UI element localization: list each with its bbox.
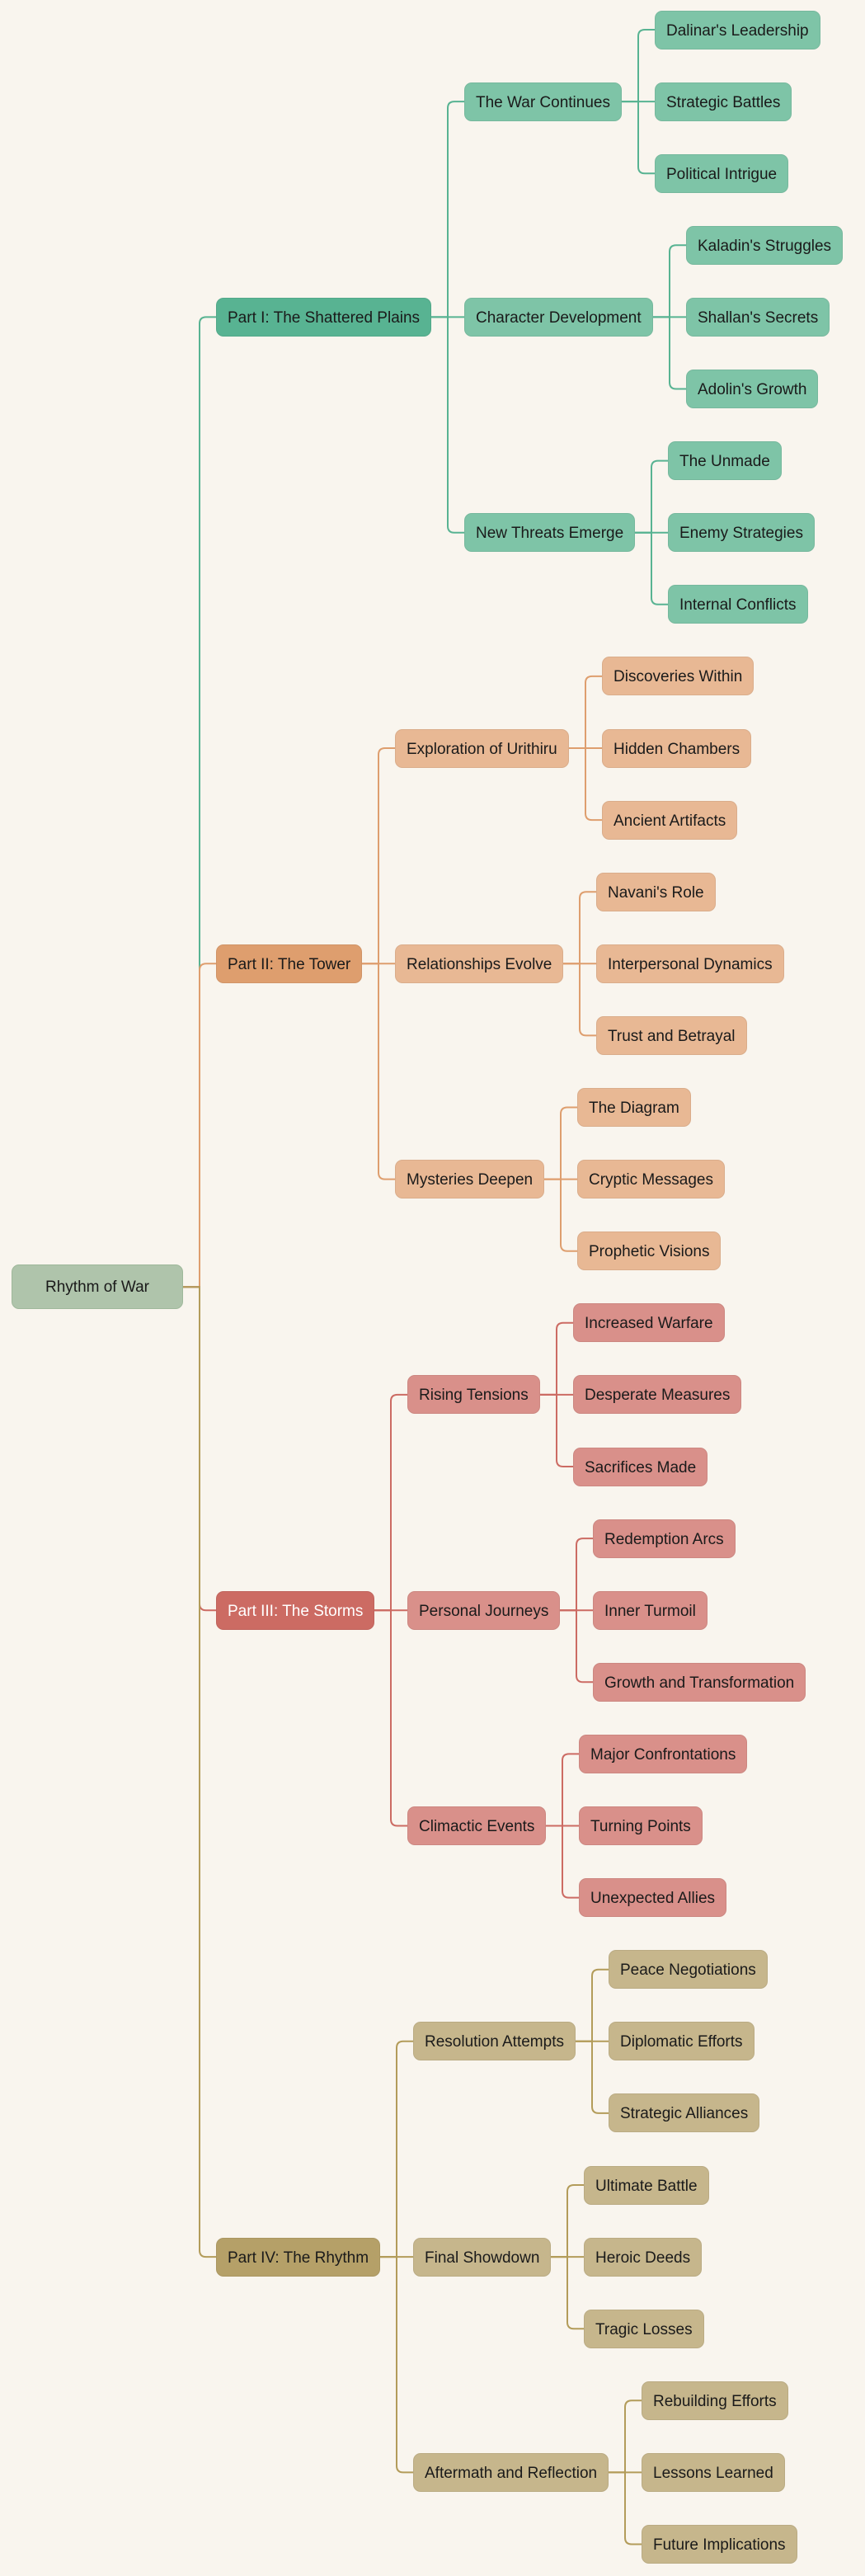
topic-node-kaladin-s-struggles[interactable]: Kaladin's Struggles [686, 225, 844, 265]
topic-node-heroic-deeds[interactable]: Heroic Deeds [584, 2237, 703, 2277]
topic-node-strategic-battles[interactable]: Strategic Battles [655, 82, 792, 121]
connector-section-to-topic [546, 1825, 579, 1899]
topic-node-the-diagram[interactable]: The Diagram [577, 1088, 691, 1127]
connector-section-to-topic [622, 101, 655, 175]
connector-section-to-topic [635, 459, 668, 534]
connector-section-to-topic [653, 244, 686, 318]
topic-node-cryptic-messages[interactable]: Cryptic Messages [577, 1160, 725, 1199]
connector-section-to-topic [563, 963, 596, 1037]
topic-node-discoveries-within[interactable]: Discoveries Within [602, 657, 755, 696]
section-node-mysteries-deepen[interactable]: Mysteries Deepen [395, 1160, 545, 1199]
connector-section-to-topic [544, 1178, 577, 1252]
topic-node-growth-and-transformation[interactable]: Growth and Transformation [593, 1662, 806, 1702]
topic-node-inner-turmoil[interactable]: Inner Turmoil [593, 1590, 708, 1630]
topic-node-unexpected-allies[interactable]: Unexpected Allies [579, 1878, 727, 1918]
section-node-aftermath-and-reflection[interactable]: Aftermath and Reflection [413, 2452, 609, 2492]
section-node-exploration-of-urithiru[interactable]: Exploration of Urithiru [395, 728, 569, 768]
connector-part-to-section [362, 747, 395, 965]
connector-part-to-section [380, 2040, 413, 2258]
connector-section-to-topic [563, 891, 596, 965]
topic-node-prophetic-visions[interactable]: Prophetic Visions [577, 1231, 722, 1271]
part-node-part-iii-the-storms[interactable]: Part III: The Storms [216, 1590, 375, 1630]
connector-part-to-section [374, 1609, 407, 1827]
topic-node-increased-warfare[interactable]: Increased Warfare [573, 1303, 725, 1343]
topic-node-lessons-learned[interactable]: Lessons Learned [642, 2452, 785, 2492]
section-node-climactic-events[interactable]: Climactic Events [407, 1806, 547, 1845]
connector-root-to-part [183, 963, 216, 1288]
connector-section-to-topic [551, 2184, 584, 2258]
topic-node-dalinar-s-leadership[interactable]: Dalinar's Leadership [655, 10, 820, 49]
connector-part-to-section [380, 2256, 413, 2474]
connector-section-to-topic [560, 1609, 593, 1684]
part-node-part-ii-the-tower[interactable]: Part II: The Tower [216, 944, 363, 983]
connector-section-to-topic [546, 1753, 579, 1827]
connector-section-to-topic [609, 2399, 642, 2474]
topic-node-redemption-arcs[interactable]: Redemption Arcs [593, 1519, 736, 1558]
root-node[interactable]: Rhythm of War [12, 1264, 183, 1310]
connector-part-to-section [374, 1393, 407, 1612]
topic-node-the-unmade[interactable]: The Unmade [668, 441, 782, 481]
topic-node-strategic-alliances[interactable]: Strategic Alliances [609, 2093, 760, 2133]
topic-node-rebuilding-efforts[interactable]: Rebuilding Efforts [642, 2381, 788, 2420]
connector-section-to-topic [609, 2471, 642, 2545]
connector-section-to-topic [635, 531, 668, 605]
topic-node-ancient-artifacts[interactable]: Ancient Artifacts [602, 800, 738, 840]
connector-section-to-topic [551, 2256, 584, 2330]
section-node-personal-journeys[interactable]: Personal Journeys [407, 1590, 561, 1630]
topic-node-desperate-measures[interactable]: Desperate Measures [573, 1375, 742, 1415]
topic-node-hidden-chambers[interactable]: Hidden Chambers [602, 728, 752, 768]
topic-node-turning-points[interactable]: Turning Points [579, 1806, 703, 1845]
topic-node-enemy-strategies[interactable]: Enemy Strategies [668, 513, 815, 553]
connector-part-to-section [431, 316, 464, 534]
section-node-resolution-attempts[interactable]: Resolution Attempts [413, 2022, 576, 2061]
topic-node-diplomatic-efforts[interactable]: Diplomatic Efforts [609, 2022, 755, 2061]
connector-root-to-part [183, 1286, 216, 2258]
topic-node-navani-s-role[interactable]: Navani's Role [596, 872, 716, 911]
connector-section-to-topic [576, 2040, 609, 2114]
topic-node-major-confrontations[interactable]: Major Confrontations [579, 1734, 748, 1773]
topic-node-trust-and-betrayal[interactable]: Trust and Betrayal [596, 1015, 747, 1055]
topic-node-sacrifices-made[interactable]: Sacrifices Made [573, 1447, 708, 1486]
connector-part-to-section [431, 101, 464, 318]
connector-section-to-topic [569, 747, 602, 822]
section-node-relationships-evolve[interactable]: Relationships Evolve [395, 944, 564, 983]
topic-node-ultimate-battle[interactable]: Ultimate Battle [584, 2165, 709, 2205]
topic-node-adolin-s-growth[interactable]: Adolin's Growth [686, 370, 819, 408]
connector-section-to-topic [653, 316, 686, 390]
topic-node-internal-conflicts[interactable]: Internal Conflicts [668, 585, 808, 624]
connector-section-to-topic [622, 29, 655, 103]
section-node-character-development[interactable]: Character Development [464, 297, 653, 337]
connector-part-to-section [362, 963, 395, 1180]
section-node-the-war-continues[interactable]: The War Continues [464, 82, 622, 121]
topic-node-future-implications[interactable]: Future Implications [642, 2525, 797, 2564]
connector-section-to-topic [569, 675, 602, 749]
connector-section-to-topic [544, 1106, 577, 1180]
topic-node-peace-negotiations[interactable]: Peace Negotiations [609, 1950, 768, 1990]
part-node-part-iv-the-rhythm[interactable]: Part IV: The Rhythm [216, 2237, 381, 2277]
topic-node-political-intrigue[interactable]: Political Intrigue [655, 153, 789, 193]
part-node-part-i-the-shattered-plains[interactable]: Part I: The Shattered Plains [216, 297, 432, 337]
connector-root-to-part [183, 316, 216, 1288]
section-node-final-showdown[interactable]: Final Showdown [413, 2237, 552, 2277]
connector-section-to-topic [540, 1393, 573, 1467]
topic-node-shallan-s-secrets[interactable]: Shallan's Secrets [686, 297, 830, 337]
topic-node-tragic-losses[interactable]: Tragic Losses [584, 2309, 704, 2348]
connector-section-to-topic [540, 1321, 573, 1396]
connector-section-to-topic [560, 1538, 593, 1612]
section-node-new-threats-emerge[interactable]: New Threats Emerge [464, 513, 636, 553]
topic-node-interpersonal-dynamics[interactable]: Interpersonal Dynamics [596, 944, 784, 983]
connector-section-to-topic [576, 1968, 609, 2042]
section-node-rising-tensions[interactable]: Rising Tensions [407, 1375, 540, 1415]
